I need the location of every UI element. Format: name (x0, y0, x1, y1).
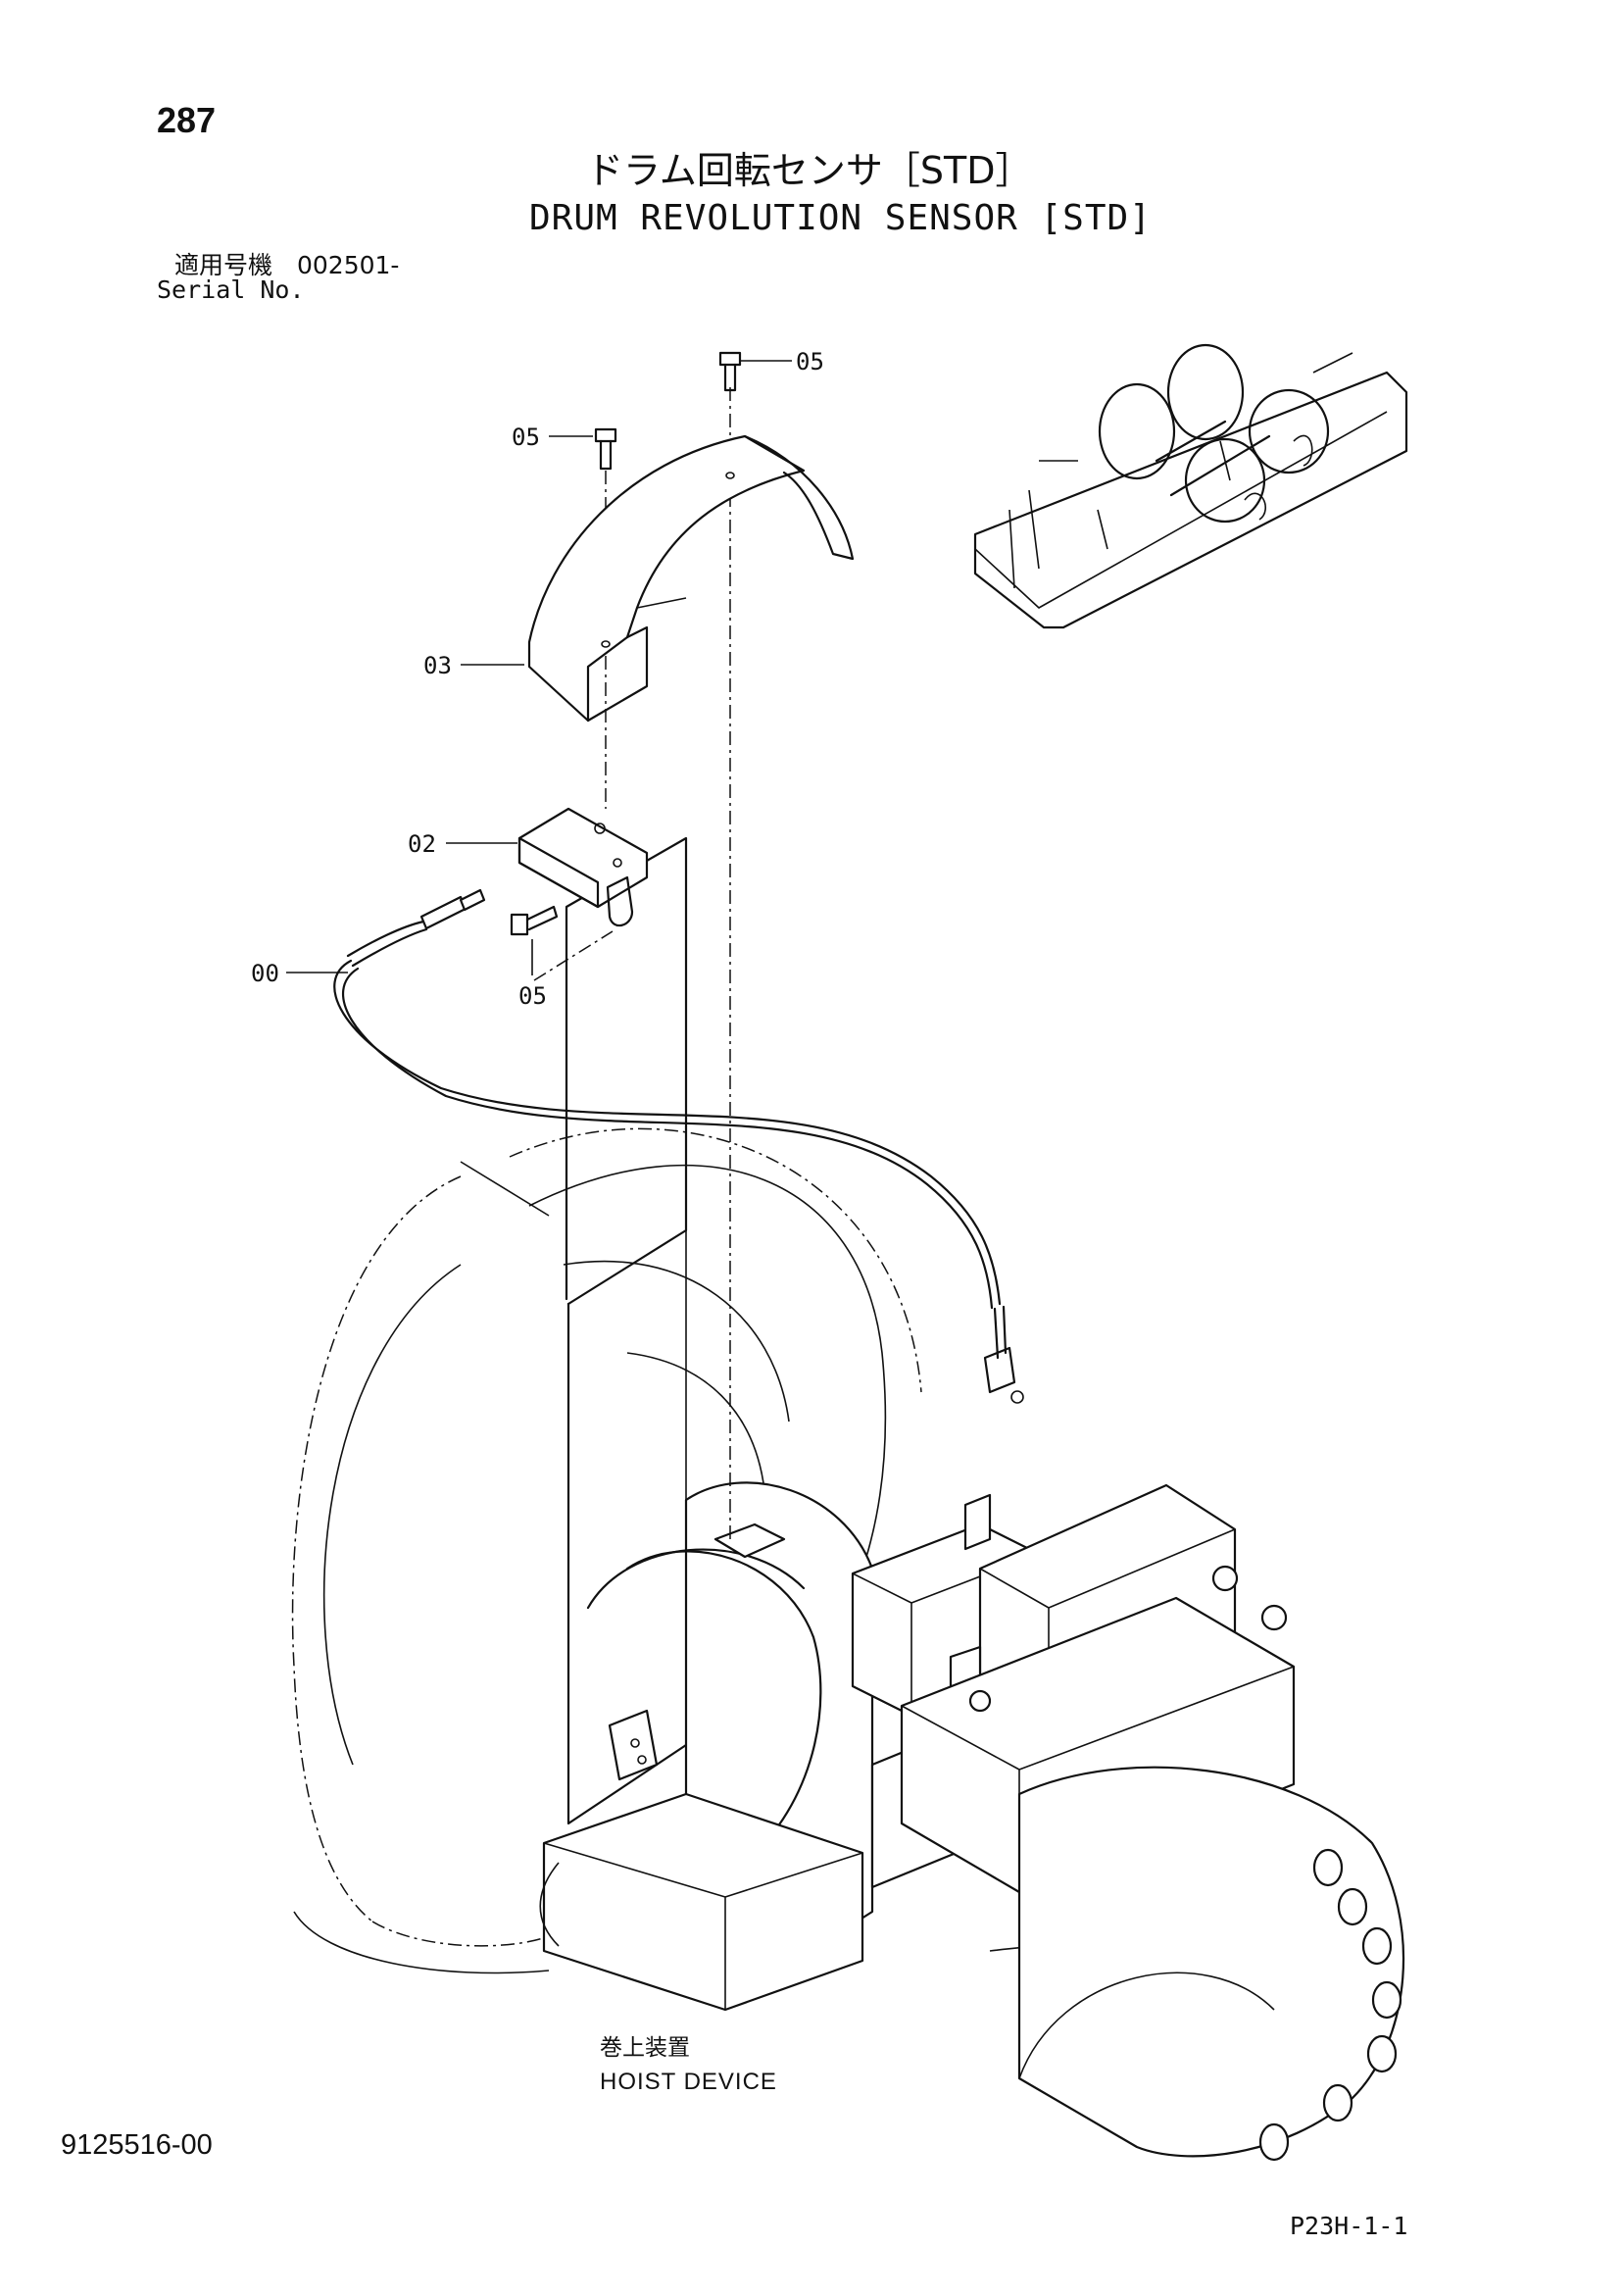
document-number: 9125516-00 (61, 2129, 213, 2161)
callout-label: 05 (512, 424, 540, 451)
bolt-05-left (594, 427, 617, 471)
callout-05-top: 05 (740, 348, 824, 375)
callout-label: 05 (518, 982, 547, 1010)
callout-label: 03 (423, 652, 452, 679)
page-number: 287 (157, 100, 217, 140)
title-japanese: ドラム回転センサ［STD］ (586, 149, 1033, 192)
part-03-cover (527, 434, 855, 723)
bolt-05-top (718, 351, 742, 392)
sensor-cable (333, 959, 1024, 1404)
hoist-base (539, 1792, 864, 2012)
callout-05-left: 05 (512, 424, 593, 451)
callout-label: 00 (251, 960, 279, 987)
mounting-plate (565, 836, 688, 1825)
assembly-label-japanese: 巻上装置 (600, 2035, 690, 2061)
callout-label: 05 (796, 348, 824, 375)
part-00-sensor (346, 888, 486, 968)
assembly-label-english: HOIST DEVICE (600, 2069, 777, 2095)
part-02-bracket (517, 807, 649, 927)
bolt-05-bottom (510, 905, 559, 936)
callout-00: 00 (251, 960, 348, 987)
title-english: DRUM REVOLUTION SENSOR [STD] (529, 198, 1152, 238)
drum-body (291, 1127, 1226, 1974)
callout-05-bottom: 05 (518, 939, 547, 1010)
callout-03: 03 (423, 652, 524, 679)
inset-overview-illustration (973, 343, 1408, 629)
page-reference: P23H-1-1 (1290, 2212, 1408, 2240)
serial-label-japanese: 適用号機 002501- (174, 251, 400, 279)
callout-02: 02 (408, 830, 517, 858)
callout-label: 02 (408, 830, 436, 858)
serial-label-english: Serial No. (157, 275, 305, 304)
hoist-motor-assembly (851, 1483, 1405, 2162)
